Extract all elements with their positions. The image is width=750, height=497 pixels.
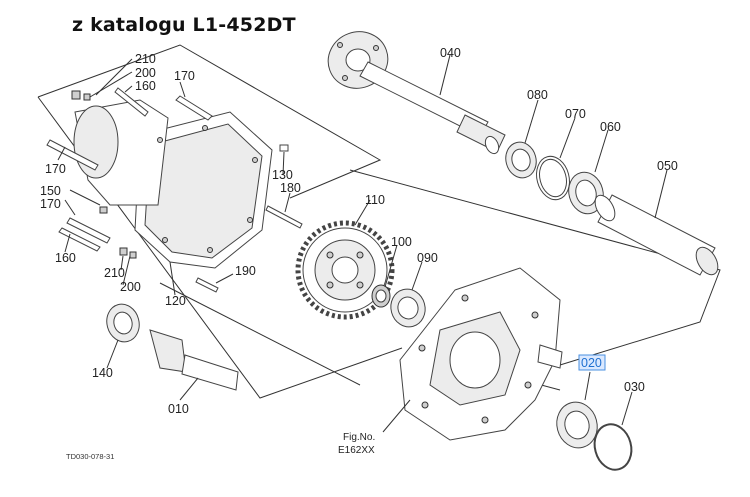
pinion-shaft-010 [149,329,239,391]
bearing-080 [505,141,537,179]
label-170[interactable]: 170 [174,69,195,83]
label-050[interactable]: 050 [657,159,678,173]
drawing-code: TD030-078-31 [66,452,114,461]
label-040[interactable]: 040 [440,46,461,60]
fig-number: E162XX [338,445,375,456]
label-170-left[interactable]: 170 [45,162,66,176]
label-100[interactable]: 100 [391,235,412,249]
label-180[interactable]: 180 [280,181,301,195]
label-090[interactable]: 090 [417,251,438,265]
label-110[interactable]: 110 [365,193,385,207]
fasteners-left [46,87,303,293]
axle-shaft-040 [327,31,506,155]
label-200-lower[interactable]: 200 [120,280,141,294]
part-labels: 210 200 160 170 170 150 170 160 210 200 … [40,46,678,416]
label-210-lower[interactable]: 210 [104,266,125,280]
fig-label: Fig.No. [343,432,375,443]
final-case-housing [399,267,563,441]
gear-110 [295,220,395,320]
label-160[interactable]: 160 [135,79,156,93]
circlip-070 [536,155,570,201]
label-030[interactable]: 030 [624,380,645,394]
label-160-lower[interactable]: 160 [55,251,76,265]
circlip-030 [593,423,633,471]
selected-part-highlight [578,354,606,371]
label-170-lower[interactable]: 170 [40,197,61,211]
label-010[interactable]: 010 [168,402,189,416]
label-020-selected[interactable]: 020 [581,356,602,370]
bearing-140 [106,303,140,343]
label-210[interactable]: 210 [135,52,156,66]
gear-case-120 [73,99,273,269]
label-130[interactable]: 130 [272,168,293,182]
label-070[interactable]: 070 [565,107,586,121]
label-190[interactable]: 190 [235,264,256,278]
page-title: z katalogu L1-452DT [72,14,296,36]
label-140[interactable]: 140 [92,366,113,380]
label-150[interactable]: 150 [40,184,61,198]
sleeve-050 [594,194,719,276]
label-060[interactable]: 060 [600,120,621,134]
label-080[interactable]: 080 [527,88,548,102]
label-200[interactable]: 200 [135,66,156,80]
label-120[interactable]: 120 [165,294,186,308]
bearing-020 [556,401,598,449]
bearing-090 [390,288,426,328]
seal-100 [371,284,391,308]
leader-lines [57,54,668,433]
bearing-060 [568,171,604,215]
